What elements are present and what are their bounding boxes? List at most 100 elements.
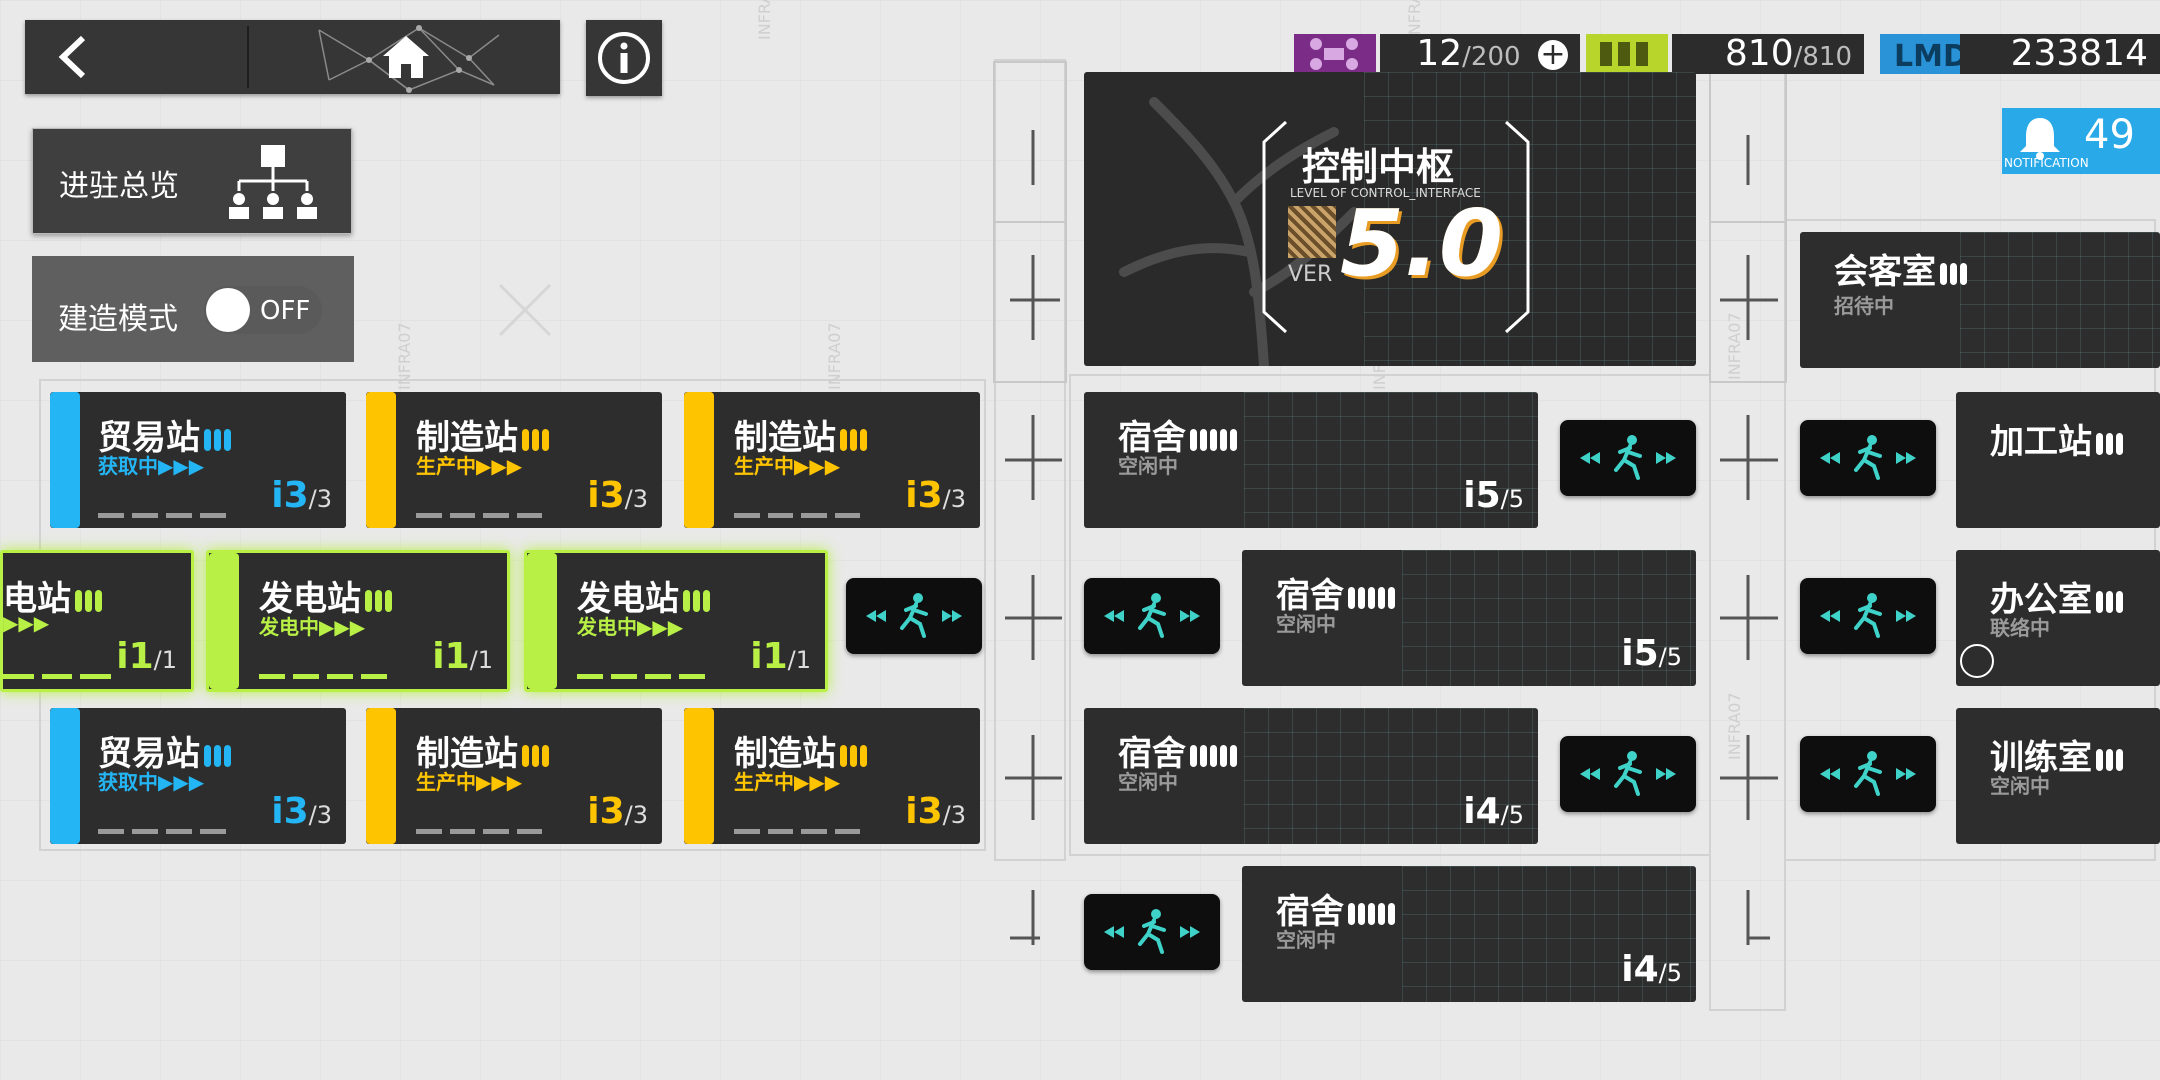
progress-bars xyxy=(416,829,542,834)
corridor-exit[interactable] xyxy=(846,578,982,654)
power-plant-room[interactable]: 电站 ▶▶▶ i1/1 xyxy=(0,550,194,692)
level-pips xyxy=(1348,578,1398,618)
control-center-room[interactable]: 控制中枢 LEVEL OF CONTROL_INTERFACE VER 5.0 xyxy=(1084,72,1696,366)
power-plant-room[interactable]: 发电站 发电中▶▶▶ i1/1 xyxy=(524,550,828,692)
room-name: 发电站 xyxy=(259,571,395,621)
operator-count: i3/3 xyxy=(271,791,332,832)
home-button[interactable] xyxy=(249,20,560,94)
training-room[interactable]: 训练室 空闲中 xyxy=(1956,708,2160,844)
back-button[interactable] xyxy=(25,20,245,94)
lmd-counter[interactable]: LMD 233814 xyxy=(1880,34,2160,74)
drone-icon xyxy=(1294,34,1376,74)
operator-count: i5/5 xyxy=(1621,633,1682,674)
operator-count: i3/3 xyxy=(905,791,966,832)
room-status: 空闲中 xyxy=(1276,928,1336,952)
info-button[interactable] xyxy=(586,20,662,96)
control-center-title: 控制中枢 xyxy=(1302,145,1455,189)
level-pips xyxy=(365,581,395,621)
room-name: 训练室 xyxy=(1990,730,2126,780)
person-icon: i xyxy=(587,475,600,516)
trade-post-room[interactable]: 贸易站 获取中▶▶▶ i3/3 xyxy=(50,708,346,844)
room-name: 宿舍 xyxy=(1276,568,1398,618)
build-mode-toggle[interactable]: OFF xyxy=(204,286,322,334)
exit-running-icon xyxy=(1580,751,1676,796)
level-pips xyxy=(2096,582,2126,622)
corridor-exit[interactable] xyxy=(1084,578,1220,654)
factory-room[interactable]: 制造站 生产中▶▶▶ i3/3 xyxy=(366,392,662,528)
notification-count: 49 xyxy=(2084,112,2135,158)
add-drone-icon[interactable]: + xyxy=(1538,40,1568,70)
room-name: 会客室 xyxy=(1834,244,1970,294)
room-status: 生产中▶▶▶ xyxy=(416,454,523,478)
corridor-exit[interactable] xyxy=(1800,420,1936,496)
trade-post-room[interactable]: 贸易站 获取中▶▶▶ i3/3 xyxy=(50,392,346,528)
power-value: 810/810 xyxy=(1672,34,1864,74)
bell-icon xyxy=(2020,118,2060,160)
svg-text:INFRA07: INFRA07 xyxy=(825,322,844,390)
corridor-exit[interactable] xyxy=(1800,578,1936,654)
dormitory-room[interactable]: 宿舍 空闲中 i5/5 xyxy=(1084,392,1538,528)
trade-accent xyxy=(50,708,80,844)
progress-bars xyxy=(3,674,112,679)
power-plant-room[interactable]: 发电站 发电中▶▶▶ i1/1 xyxy=(206,550,510,692)
room-name: 宿舍 xyxy=(1276,884,1398,934)
svg-text:INFRA07: INFRA07 xyxy=(1725,692,1744,760)
progress-bars xyxy=(98,513,226,518)
person-icon: i xyxy=(1463,791,1476,832)
factory-room[interactable]: 制造站 生产中▶▶▶ i3/3 xyxy=(366,708,662,844)
factory-room[interactable]: 制造站 生产中▶▶▶ i3/3 xyxy=(684,708,980,844)
reception-room[interactable]: 会客室 招待中 xyxy=(1800,232,2160,368)
factory-room[interactable]: 制造站 生产中▶▶▶ i3/3 xyxy=(684,392,980,528)
room-status: 空闲中 xyxy=(1118,770,1178,794)
level-pips xyxy=(840,420,870,460)
room-grid xyxy=(1402,866,1696,1002)
power-current: 810 xyxy=(1724,33,1794,74)
level-pips xyxy=(204,736,234,776)
exit-running-icon xyxy=(1580,435,1676,480)
room-status: 发电中▶▶▶ xyxy=(259,615,366,639)
dormitory-room[interactable]: 宿舍 空闲中 i4/5 xyxy=(1084,708,1538,844)
drone-max: /200 xyxy=(1462,42,1521,72)
overview-button[interactable]: 进驻总览 xyxy=(32,128,352,234)
operator-avatar-icon xyxy=(1960,644,1994,678)
notification-button[interactable]: 49 NOTIFICATION xyxy=(2002,108,2160,174)
person-icon: i xyxy=(1621,633,1634,674)
notification-label: NOTIFICATION xyxy=(2004,156,2089,170)
person-icon: i xyxy=(905,475,918,516)
level-pips xyxy=(75,581,105,621)
lmd-current: 233814 xyxy=(2010,33,2148,74)
control-center-subtitle: LEVEL OF CONTROL_INTERFACE xyxy=(1290,186,1481,200)
lmd-value: 233814 xyxy=(1960,34,2160,74)
room-name: 发电站 xyxy=(577,571,713,621)
room-status: 招待中 xyxy=(1834,294,1894,318)
info-icon xyxy=(598,32,650,84)
person-icon: i xyxy=(271,791,284,832)
dormitory-room[interactable]: 宿舍 空闲中 i4/5 xyxy=(1242,866,1696,1002)
corridor-exit[interactable] xyxy=(1084,894,1220,970)
corridor-exit[interactable] xyxy=(1560,736,1696,812)
room-status: 发电中▶▶▶ xyxy=(577,615,684,639)
exit-running-icon xyxy=(1820,435,1916,480)
corridor-exit[interactable] xyxy=(1560,420,1696,496)
room-status: ▶▶▶ xyxy=(3,611,50,635)
svg-text:INFRA07: INFRA07 xyxy=(395,322,414,390)
bracket-frame xyxy=(1262,120,1530,334)
exit-running-icon xyxy=(1820,593,1916,638)
room-status: 空闲中 xyxy=(1118,454,1178,478)
room-status: 获取中▶▶▶ xyxy=(98,770,205,794)
person-icon: i xyxy=(750,636,763,677)
drone-counter[interactable]: 12/200 + xyxy=(1294,34,1580,74)
exit-running-icon xyxy=(1820,751,1916,796)
power-counter[interactable]: 810/810 xyxy=(1586,34,1864,74)
operator-count: i3/3 xyxy=(587,791,648,832)
exit-running-icon xyxy=(1104,593,1200,638)
workshop-room[interactable]: 加工站 xyxy=(1956,392,2160,528)
office-room[interactable]: 办公室 联络中 xyxy=(1956,550,2160,686)
dormitory-room[interactable]: 宿舍 空闲中 i5/5 xyxy=(1242,550,1696,686)
svg-text:INFRA07: INFRA07 xyxy=(1405,0,1424,40)
build-mode-panel: 建造模式 OFF xyxy=(32,256,354,362)
build-mode-label: 建造模式 xyxy=(58,302,178,337)
room-status: 生产中▶▶▶ xyxy=(734,770,841,794)
corridor-exit[interactable] xyxy=(1800,736,1936,812)
